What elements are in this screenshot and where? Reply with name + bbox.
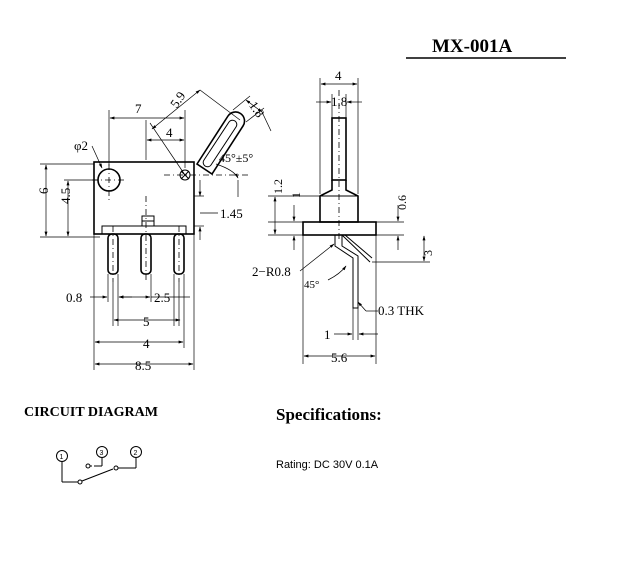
terminal-2-label: 2 [134,450,138,457]
switch-body [93,161,195,235]
side-dim-1: 1 [289,192,303,198]
side-dim-3: 3 [421,250,435,256]
dim-4-5: 4.5 [58,188,73,204]
dim-6: 6 [36,187,51,194]
dim-angle: 45°±5° [219,151,253,165]
circuit-section: CIRCUIT DIAGRAM 1 3 2 [24,405,158,485]
side-dim-5-6: 5.6 [331,350,348,365]
terminal-3-label: 3 [100,450,104,457]
specs-rating: Rating: DC 30V 0.1A [276,459,379,471]
dim-4-bottom: 4 [143,336,150,351]
dim-8-5: 8.5 [135,358,151,373]
dim-phi2: φ2 [74,138,88,153]
side-dim-2r08: 2−R0.8 [252,264,291,279]
dim-1-45: 1.45 [220,206,243,221]
dim-5-9: 5.9 [167,89,189,111]
side-dim-1-bottom: 1 [324,327,331,342]
dim-5: 5 [143,314,150,329]
dim-0-8: 0.8 [66,290,82,305]
front-view: 7 4 5.9 1.8 φ2 45°±5° 6 4.5 [36,89,272,373]
terminal-1-label: 1 [60,454,64,461]
side-dim-0-6: 0.6 [395,195,409,210]
specs-section: Specifications: Rating: DC 30V 0.1A [276,405,382,471]
dim-2-5: 2.5 [154,290,170,305]
dim-7: 7 [135,101,142,116]
lever [195,111,246,176]
flange [302,221,377,236]
side-dim-4: 4 [335,68,342,83]
specs-heading: Specifications: [276,405,382,424]
dim-4-top: 4 [166,125,173,140]
side-dim-1-2: 1.2 [271,179,285,194]
side-dim-45: 45° [304,279,319,291]
side-dim-1-8: 1.8 [331,94,347,109]
circuit-heading: CIRCUIT DIAGRAM [24,405,158,420]
drawing-title: MX-001A [432,36,512,57]
side-dim-0-3thk: 0.3 THK [378,303,425,318]
side-view: 4 1.8 1.2 1 0.6 3 2−R0.8 45° 0.3 [252,68,435,365]
